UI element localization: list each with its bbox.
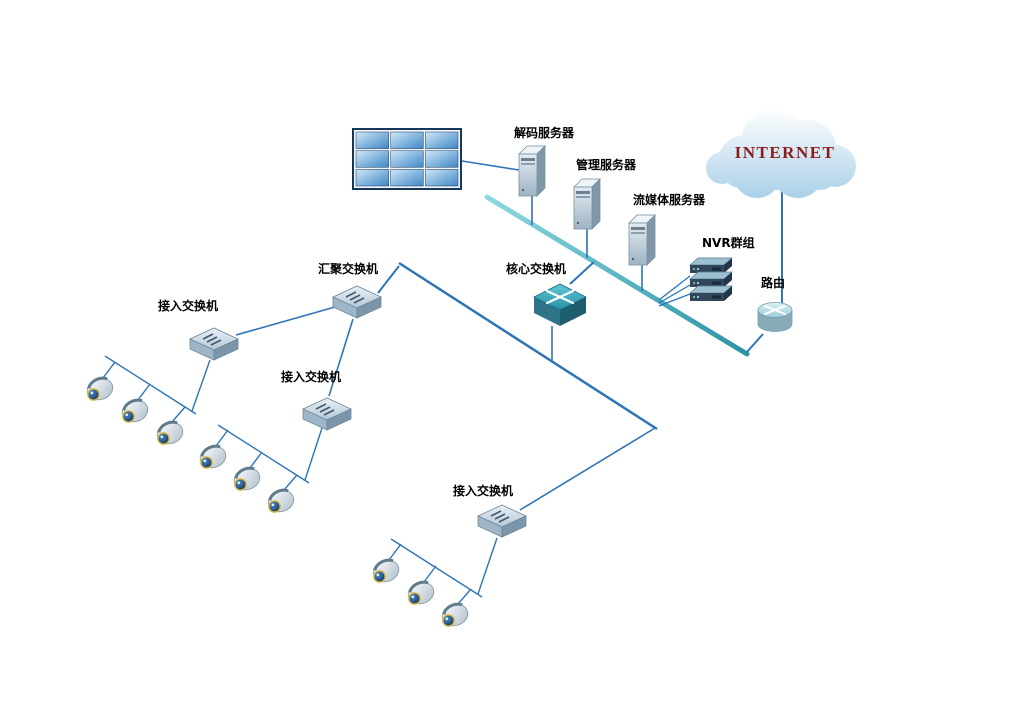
camera-bus-group-2	[215, 424, 323, 491]
dome-camera-icon	[82, 373, 118, 405]
nvr-stack-icon	[689, 257, 733, 302]
cloud-icon	[706, 110, 856, 198]
link-core-backbone	[569, 261, 595, 285]
dome-camera-icon	[117, 395, 153, 427]
dome-camera-icon	[152, 417, 188, 449]
dome-camera-icon	[195, 441, 231, 473]
link-agg-distribution	[377, 265, 400, 294]
camera-stub-4	[215, 429, 229, 447]
camera-bus-1	[104, 355, 197, 415]
camera-bus-2	[217, 424, 310, 484]
access-switch-1-icon	[189, 327, 239, 361]
management-server-label: 管理服务器	[576, 158, 637, 172]
link-access2-agg	[328, 318, 354, 397]
link-access1-agg	[235, 306, 336, 336]
camera-stub-3	[171, 406, 186, 423]
streaming-server-label: 流媒体服务器	[633, 193, 706, 207]
link-lines	[235, 160, 783, 511]
nvr-group-label: NVR群组	[702, 236, 755, 250]
link-router-backbone	[746, 333, 764, 353]
nvr-unit-icon	[689, 271, 733, 288]
aggregation-switch-icon	[332, 285, 382, 319]
camera-stub-9	[457, 588, 472, 605]
link-nvr-backbone-1	[658, 275, 691, 301]
link-wall-decoder	[461, 160, 520, 171]
camera-stub-1	[102, 361, 116, 379]
dome-camera-icon	[403, 577, 439, 609]
camera-bus-group-3	[388, 537, 498, 605]
dome-camera-icon	[368, 555, 404, 587]
link-access3-bus	[477, 537, 498, 595]
core-switch-label: 核心交换机	[506, 262, 567, 276]
camera-bus-group-1	[102, 355, 211, 423]
access-switch-1-label: 接入交换机	[158, 299, 219, 313]
aggregation-switch-label: 汇聚交换机	[318, 262, 379, 276]
dome-camera-icon	[263, 485, 299, 517]
access-switch-3-icon	[477, 504, 527, 538]
core-switch-icon	[532, 282, 588, 328]
camera-stub-7	[388, 543, 402, 561]
link-access3-distribution	[519, 427, 656, 511]
dome-camera-icon	[229, 463, 265, 495]
link-nvr-backbone-3	[658, 293, 691, 307]
router-label: 路由	[761, 276, 786, 290]
management-server-icon	[573, 178, 601, 230]
link-distribution-bus	[398, 261, 658, 431]
access-switch-3-label: 接入交换机	[453, 484, 514, 498]
streaming-server-icon	[628, 214, 656, 266]
link-nvr-backbone-2	[658, 284, 691, 304]
link-access1-bus	[191, 359, 211, 412]
internet-label: INTERNET	[734, 143, 836, 162]
decoder-server-label: 解码服务器	[514, 126, 575, 140]
camera-stub-5	[249, 451, 263, 469]
access-switch-2-icon	[302, 397, 352, 431]
camera-stub-6	[283, 474, 298, 491]
video-wall-icon	[352, 128, 462, 190]
link-backbone-bus	[484, 194, 750, 357]
nvr-unit-icon	[689, 257, 733, 274]
dome-camera-icon	[437, 599, 473, 631]
access-switch-2-label: 接入交换机	[281, 370, 342, 384]
camera-stub-8	[423, 565, 437, 583]
link-access2-bus	[304, 427, 323, 481]
decoder-server-icon	[518, 145, 546, 197]
nvr-unit-icon	[689, 285, 733, 302]
camera-bus-3	[390, 538, 483, 598]
camera-stub-2	[137, 383, 151, 401]
router-icon	[757, 302, 793, 332]
